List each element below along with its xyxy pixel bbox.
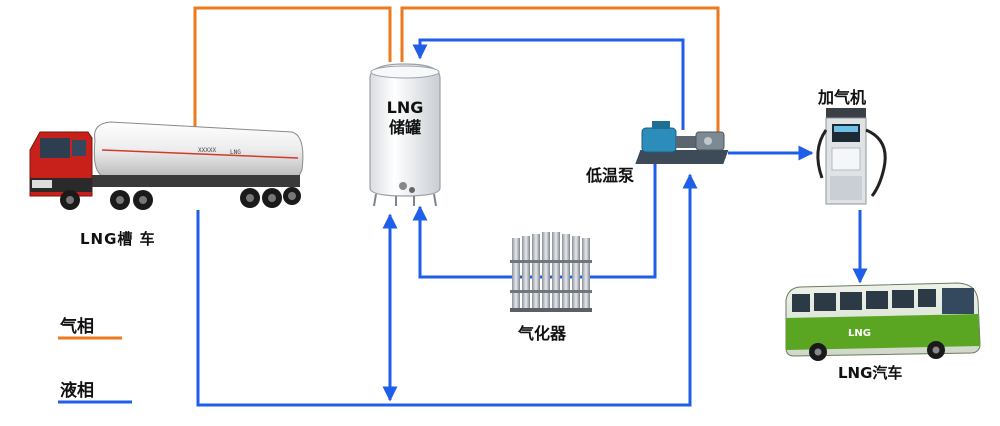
- legend-liquid-label: 液相: [60, 381, 94, 401]
- vaporizer-fins: [512, 232, 590, 310]
- bus-windows: [792, 288, 974, 314]
- label-tank-truck: LNG槽 车: [80, 230, 156, 248]
- gas-pipe-tank-to-pump: [400, 6, 720, 132]
- pump-base: [635, 150, 729, 164]
- storage-tank-body: [369, 63, 441, 197]
- lng-tank-truck: XXXXX LNG: [29, 121, 304, 210]
- liquid-pipe-truck-loop: [196, 173, 698, 407]
- trailer-chassis: [80, 175, 300, 187]
- truck-windshield: [40, 138, 70, 158]
- trailer-tank-body: [93, 121, 304, 179]
- label-storage-tank-line2: 储罐: [388, 118, 421, 137]
- label-vaporizer: 气化器: [518, 324, 567, 343]
- dispenser-hose: [865, 128, 887, 197]
- vaporizer: [510, 232, 592, 312]
- liquid-pipe-pump-return-to-tank: [412, 38, 685, 130]
- gas-pipe-truck-to-tank: [193, 6, 392, 128]
- truck-marking-1: XXXXX: [198, 147, 216, 154]
- liquid-phase-pipes: [196, 38, 868, 407]
- gas-phase-pipes: [193, 6, 720, 132]
- label-storage-tank-line1: LNG: [386, 98, 424, 117]
- legend-gas-label: 气相: [60, 317, 94, 337]
- lng-bus: LNG: [785, 282, 981, 361]
- fuel-dispenser: [816, 108, 887, 205]
- lng-storage-tank: [369, 63, 441, 207]
- bus-green-stripe: [786, 314, 980, 350]
- truck-marking-2: LNG: [230, 149, 241, 156]
- label-storage-tank: LNG 储罐: [370, 98, 440, 138]
- cryogenic-pump: [635, 121, 729, 164]
- dispenser-canopy: [826, 108, 866, 118]
- truck-wheels: [60, 187, 301, 210]
- bus-wheels: [809, 341, 945, 361]
- label-bus: LNG汽车: [838, 364, 903, 382]
- label-cryo-pump: 低温泵: [586, 166, 635, 185]
- bus-lng-logo: LNG: [848, 328, 871, 339]
- label-dispenser: 加气机: [818, 88, 867, 107]
